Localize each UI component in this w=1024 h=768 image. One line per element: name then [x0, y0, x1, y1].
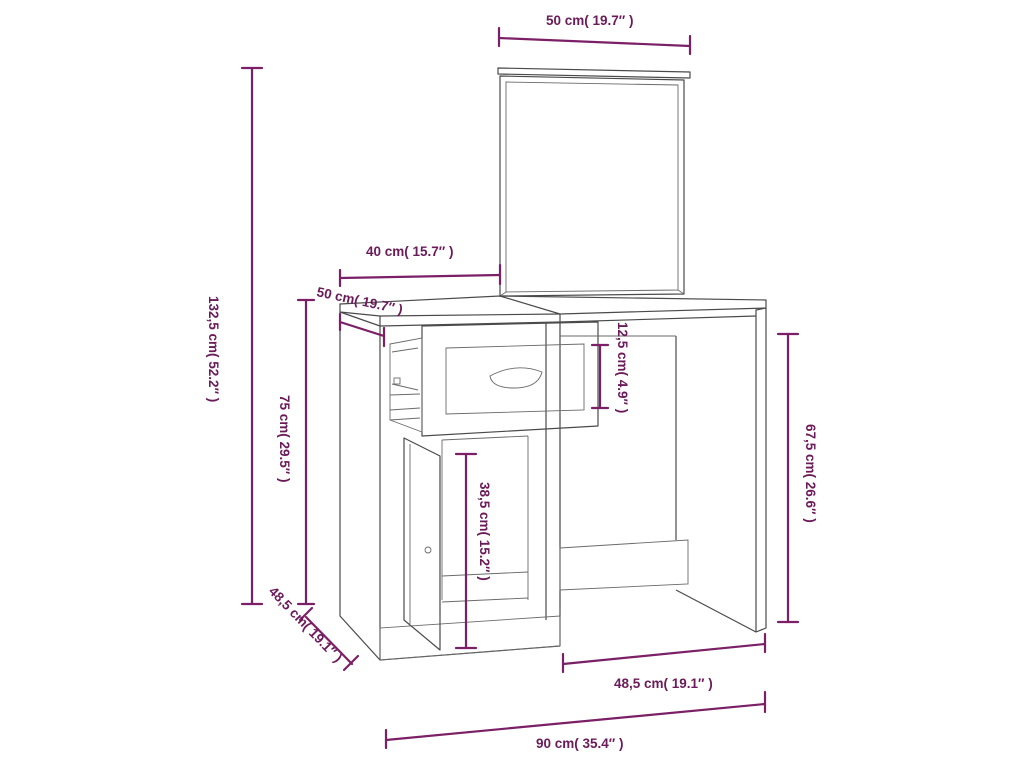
label-legroom-height: 67,5 cm( 26.6″ )	[803, 424, 818, 523]
label-mirror-width: 50 cm( 19.7″ )	[546, 13, 634, 28]
cabinet-door	[403, 435, 529, 651]
drawer	[389, 321, 599, 437]
vanity-table-drawing	[339, 67, 767, 661]
table-top	[339, 295, 767, 327]
label-total-height: 132,5 cm( 52.2″ )	[206, 296, 221, 402]
label-mirror-offset: 40 cm( 15.7″ )	[366, 244, 454, 259]
label-cabinet-height: 38,5 cm( 15.2″ )	[477, 482, 492, 581]
label-legroom-width: 48,5 cm( 19.1″ )	[614, 676, 713, 691]
dimension-labels: 50 cm( 19.7″ ) 132,5 cm( 52.2″ ) 75 cm( …	[206, 13, 818, 751]
mirror	[497, 67, 691, 297]
label-total-width: 90 cm( 35.4″ )	[536, 736, 624, 751]
label-table-height: 75 cm( 29.5″ )	[277, 395, 292, 483]
label-left-depth-top: 50 cm( 19.7″ )	[315, 284, 404, 317]
dimension-lines	[240, 26, 800, 750]
right-leg	[559, 307, 767, 633]
label-drawer-height: 12,5 cm( 4.9″ )	[615, 322, 630, 413]
left-cabinet	[339, 311, 561, 661]
